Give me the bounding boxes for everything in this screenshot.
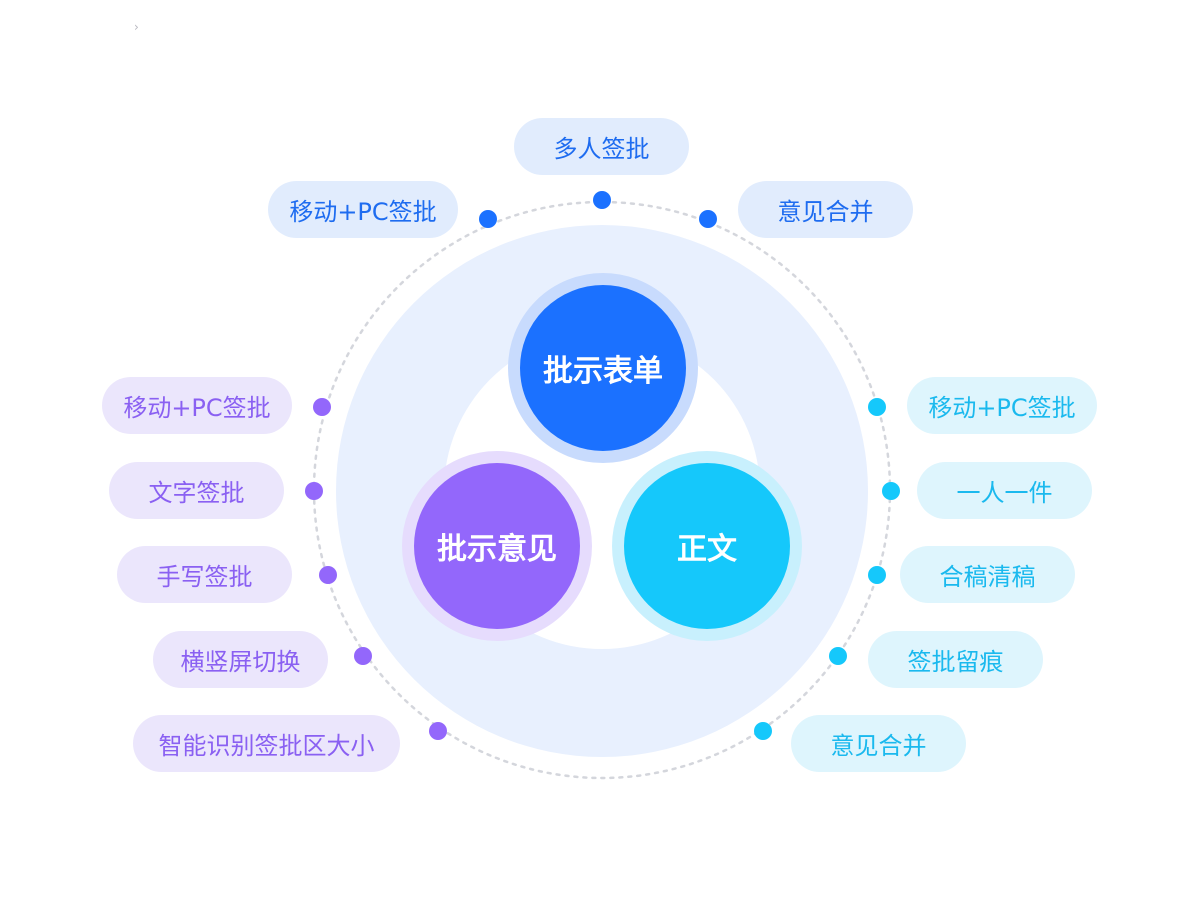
node-approval-form[interactable]: 批示表单 xyxy=(508,273,698,463)
feature-label: 签批留痕 xyxy=(907,648,1004,676)
node-main-text-label: 正文 xyxy=(677,532,737,567)
feature-pill-purple[interactable]: 手写签批 xyxy=(117,546,292,603)
connector-dot xyxy=(699,210,717,228)
feature-label: 多人签批 xyxy=(553,135,650,163)
feature-pill-cyan[interactable]: 一人一件 xyxy=(917,462,1092,519)
connector-dot xyxy=(754,722,772,740)
connector-dot xyxy=(319,566,337,584)
node-main-text[interactable]: 正文 xyxy=(612,451,802,641)
feature-pill-blue[interactable]: 移动+PC签批 xyxy=(268,181,458,238)
chevron-right-icon: › xyxy=(134,20,139,34)
node-approval-form-label: 批示表单 xyxy=(543,354,663,389)
feature-label: 一人一件 xyxy=(956,479,1053,507)
feature-pill-purple[interactable]: 横竖屏切换 xyxy=(153,631,328,688)
feature-label: 意见合并 xyxy=(777,198,874,226)
connector-dot xyxy=(882,482,900,500)
feature-label: 横竖屏切换 xyxy=(180,648,301,676)
feature-pill-purple[interactable]: 移动+PC签批 xyxy=(102,377,292,434)
connector-dot xyxy=(829,647,847,665)
connector-dot xyxy=(868,566,886,584)
feature-pill-cyan[interactable]: 签批留痕 xyxy=(868,631,1043,688)
feature-label: 文字签批 xyxy=(148,479,245,507)
feature-pill-blue[interactable]: 意见合并 xyxy=(738,181,913,238)
feature-label: 移动+PC签批 xyxy=(928,394,1076,422)
feature-label: 意见合并 xyxy=(830,732,927,760)
feature-pill-purple[interactable]: 文字签批 xyxy=(109,462,284,519)
connector-dot xyxy=(479,210,497,228)
connector-dot xyxy=(429,722,447,740)
feature-label: 移动+PC签批 xyxy=(123,394,271,422)
node-approval-opinion[interactable]: 批示意见 xyxy=(402,451,592,641)
node-approval-opinion-label: 批示意见 xyxy=(437,532,557,567)
feature-pill-purple[interactable]: 智能识别签批区大小 xyxy=(133,715,400,772)
feature-label: 合稿清稿 xyxy=(939,563,1036,591)
feature-label: 移动+PC签批 xyxy=(289,198,437,226)
connector-dot xyxy=(313,398,331,416)
feature-pill-cyan[interactable]: 意见合并 xyxy=(791,715,966,772)
connector-dot xyxy=(868,398,886,416)
feature-pill-cyan[interactable]: 移动+PC签批 xyxy=(907,377,1097,434)
feature-pill-blue[interactable]: 多人签批 xyxy=(514,118,689,175)
feature-pill-cyan[interactable]: 合稿清稿 xyxy=(900,546,1075,603)
feature-label: 手写签批 xyxy=(156,563,253,591)
feature-label: 智能识别签批区大小 xyxy=(158,732,375,760)
connector-dot xyxy=(354,647,372,665)
connector-dot xyxy=(305,482,323,500)
connector-dot xyxy=(593,191,611,209)
